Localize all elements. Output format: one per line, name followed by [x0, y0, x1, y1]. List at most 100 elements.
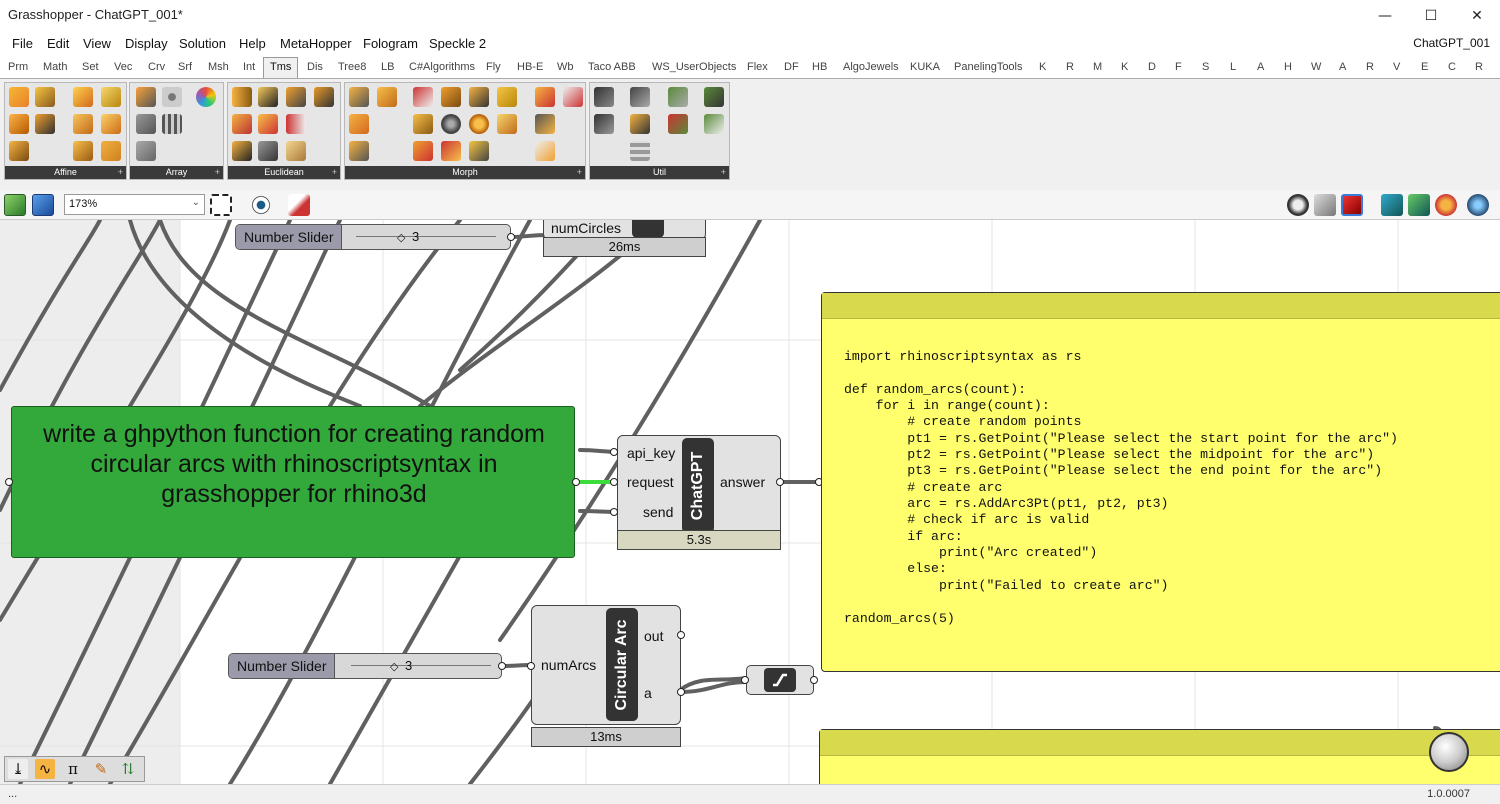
tab-s[interactable]: S — [1202, 61, 1210, 73]
rotate-direction-icon[interactable] — [232, 141, 252, 161]
prompt-panel-output-grip[interactable] — [572, 478, 580, 486]
wire-preview-icon[interactable] — [1287, 194, 1309, 216]
prompt-panel[interactable]: write a ghpython function for creating r… — [11, 406, 575, 558]
slider-output-grip[interactable] — [507, 233, 515, 241]
move-to-plane-icon[interactable] — [232, 114, 252, 134]
tab-kuka[interactable]: KUKA — [910, 61, 940, 73]
tab-ws-userobjects[interactable]: WS_UserObjects — [652, 61, 737, 73]
slider-handle-icon[interactable]: ◇ — [397, 231, 406, 244]
grip-a[interactable] — [677, 688, 685, 696]
tab-srf[interactable]: Srf — [178, 61, 193, 73]
grip-request[interactable] — [610, 478, 618, 486]
preview-mesh-icon[interactable] — [1408, 194, 1430, 216]
surface-box-icon[interactable] — [497, 114, 517, 134]
menu-help[interactable]: Help — [239, 36, 266, 51]
menu-view[interactable]: View — [83, 36, 111, 51]
tab-w[interactable]: W — [1311, 61, 1322, 73]
tab-m[interactable]: M — [1093, 61, 1103, 73]
grip-send[interactable] — [610, 508, 618, 516]
navigation-widget[interactable] — [1429, 732, 1469, 772]
menu-display[interactable]: Display — [125, 36, 168, 51]
input-api-key[interactable]: api_key — [627, 445, 676, 461]
menu-fologram[interactable]: Fologram — [363, 36, 418, 51]
split-icon[interactable] — [594, 114, 614, 134]
tab-msh[interactable]: Msh — [208, 61, 229, 73]
slider-handle-icon[interactable]: ◇ — [390, 660, 399, 673]
tab-crv[interactable]: Crv — [148, 61, 166, 73]
output-a[interactable]: a — [644, 685, 652, 701]
tab-int[interactable]: Int — [243, 61, 256, 73]
menu-solution[interactable]: Solution — [179, 36, 226, 51]
number-slider-bottom[interactable]: Number Slider ◇ 3 — [228, 653, 502, 679]
mirror-icon[interactable] — [35, 114, 55, 134]
tab-hb[interactable]: HB — [812, 61, 828, 73]
menu-metahopper[interactable]: MetaHopper — [280, 36, 352, 51]
tab-h[interactable]: H — [1284, 61, 1292, 73]
input-num-circles[interactable]: numCircles — [551, 220, 622, 236]
tab-k[interactable]: K — [1039, 61, 1047, 73]
kaleidoscope-icon[interactable] — [196, 87, 216, 107]
curve-morph-icon[interactable] — [441, 141, 461, 161]
input-send[interactable]: send — [643, 504, 674, 520]
blend-box-icon[interactable] — [413, 87, 433, 107]
tab-taco-abb[interactable]: Taco ABB — [588, 61, 636, 73]
pen-icon[interactable]: ✎ — [94, 760, 108, 778]
tab-set[interactable]: Set — [82, 61, 99, 73]
tab-c[interactable]: C — [1448, 61, 1456, 73]
menu-speckle[interactable]: Speckle 2 — [429, 36, 487, 51]
rectangular-array-icon[interactable] — [162, 114, 182, 134]
curve-array-icon[interactable] — [136, 87, 156, 107]
tab-wb[interactable]: Wb — [557, 61, 574, 73]
mirror-surface-icon[interactable] — [413, 141, 433, 161]
circular-arc-component[interactable]: numArcs Circular Arc out a — [531, 605, 681, 725]
grasshopper-canvas[interactable]: Number Slider ◇ 3 numCircles 26ms write … — [0, 220, 1500, 784]
tab-hb-e[interactable]: HB-E — [517, 61, 544, 73]
answer-panel[interactable]: import rhinoscriptsyntax as rs def rando… — [821, 292, 1500, 672]
document-preview-icon[interactable] — [1381, 194, 1403, 216]
grip-answer[interactable] — [776, 478, 784, 486]
spatial-deform-icon[interactable] — [469, 114, 489, 134]
slider-track[interactable] — [351, 665, 491, 666]
menu-edit[interactable]: Edit — [47, 36, 70, 51]
tab-panelingtools[interactable]: PanelingTools — [954, 61, 1023, 73]
shear-angle-icon[interactable] — [101, 141, 121, 161]
curve-param-input-grip[interactable] — [741, 676, 749, 684]
project-icon[interactable] — [73, 87, 93, 107]
transform-user-icon[interactable] — [286, 141, 306, 161]
linear-array-icon[interactable] — [136, 114, 156, 134]
tab-fly[interactable]: Fly — [486, 61, 501, 73]
tab-algojewels[interactable]: AlgoJewels — [843, 61, 899, 73]
material-icon[interactable] — [1435, 194, 1457, 216]
tab-vec[interactable]: Vec — [114, 61, 133, 73]
tab-e[interactable]: E — [1421, 61, 1429, 73]
maximize-button[interactable]: ☐ — [1424, 7, 1438, 24]
deform-graph-icon[interactable] — [535, 114, 555, 134]
tab-flex[interactable]: Flex — [747, 61, 768, 73]
tab-r2[interactable]: R — [1366, 61, 1374, 73]
rotate-3d-icon[interactable] — [286, 87, 306, 107]
rotate-icon[interactable] — [258, 87, 278, 107]
sketch-pen-icon[interactable] — [288, 194, 310, 216]
menu-file[interactable]: File — [12, 36, 33, 51]
split-group-icon[interactable] — [704, 114, 724, 134]
box-to-box-icon[interactable] — [535, 141, 555, 161]
polar-array-icon[interactable] — [162, 87, 182, 107]
slider-output-grip[interactable] — [498, 662, 506, 670]
orient-icon[interactable] — [9, 141, 29, 161]
tab-math[interactable]: Math — [43, 61, 68, 73]
import-icon[interactable]: ⤓ — [8, 759, 28, 779]
save-file-icon[interactable] — [32, 194, 54, 216]
minimize-button[interactable]: — — [1378, 7, 1392, 24]
input-num-arcs[interactable]: numArcs — [541, 657, 597, 673]
bend-deform-icon[interactable] — [377, 87, 397, 107]
selected-preview-icon[interactable] — [1341, 194, 1363, 216]
shaded-preview-icon[interactable] — [1314, 194, 1336, 216]
prompt-panel-input-grip[interactable] — [5, 478, 13, 486]
display-sphere-icon[interactable] — [1467, 194, 1489, 216]
pi-icon[interactable]: π — [68, 760, 78, 778]
zoom-extents-icon[interactable] — [210, 194, 232, 216]
wave-icon[interactable]: ∿ — [35, 759, 55, 779]
tab-prm[interactable]: Prm — [8, 61, 29, 73]
zoom-dropdown[interactable]: 173% ⌄ — [64, 194, 205, 215]
tab-csharp-algorithms[interactable]: C#Algorithms — [409, 61, 476, 73]
